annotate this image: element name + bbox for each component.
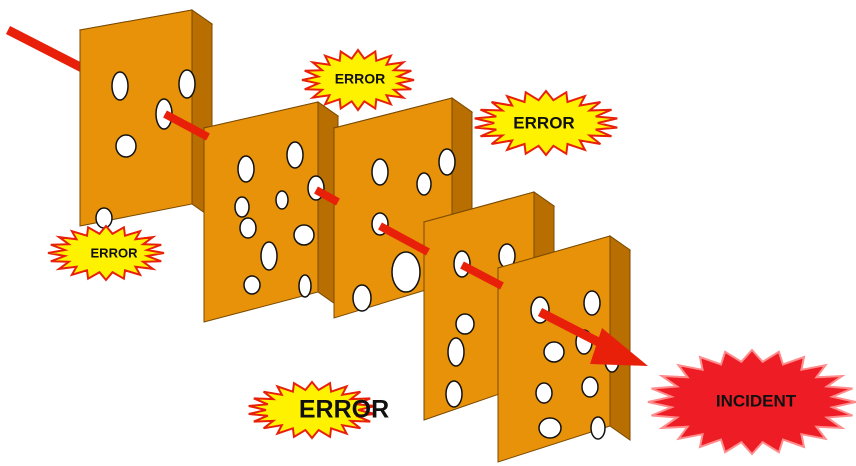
- error-label-1: ERROR: [335, 71, 386, 87]
- incident-label: INCIDENT: [716, 391, 797, 410]
- cheese-slice-2: [204, 102, 338, 322]
- error-label-4: ERROR: [299, 396, 389, 424]
- error-label-3: ERROR: [91, 245, 139, 260]
- error-label-2: ERROR: [513, 113, 574, 132]
- cheese-slice-1: [80, 10, 212, 228]
- incoming-arrow: [8, 30, 90, 72]
